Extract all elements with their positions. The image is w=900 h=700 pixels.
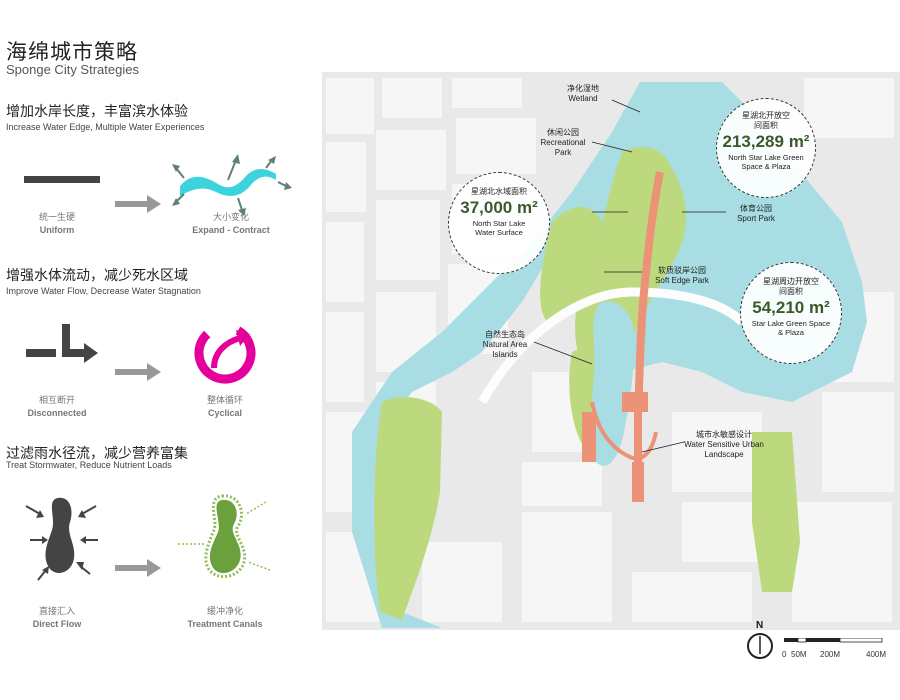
scale-label-200: 200M (820, 650, 841, 659)
cyclical-icon (194, 322, 256, 384)
strategy-1-title: 增加水岸长度，丰富滨水体验 (6, 104, 188, 120)
strategy-3-subtitle: Treat Stormwater, Reduce Nutrient Loads (6, 460, 172, 470)
page-subtitle: Sponge City Strategies (6, 62, 139, 77)
north-label: N (756, 620, 764, 631)
map-drawing (326, 78, 894, 628)
scale-label-0: 0 (782, 650, 787, 659)
main-road (478, 287, 746, 405)
strategy-2-diagram (26, 322, 256, 384)
strategy-1-subtitle: Increase Water Edge, Multiple Water Expe… (6, 122, 205, 132)
treatment-canals-icon (178, 494, 271, 578)
expand-contract-icon (172, 154, 292, 216)
scale-label-400: 400M (866, 650, 887, 659)
disconnected-icon (26, 324, 98, 363)
leader-lines (533, 99, 726, 453)
strategy-3-diagram (25, 494, 271, 581)
page-title: 海绵城市策略 (6, 40, 138, 64)
uniform-bar-icon (24, 176, 100, 183)
direct-flow-icon (25, 497, 98, 581)
north-arrow-icon (747, 633, 773, 659)
strategy-3-title: 过滤雨水径流，减少营养富集 (6, 446, 188, 462)
scale-bar (784, 638, 883, 643)
right-arrow-icon (115, 195, 161, 213)
strategy-2-title: 增强水体流动，减少死水区域 (6, 268, 188, 284)
stat-circle-north-water: 星湖北水域面积 37,000 m² North Star Lake Water … (448, 172, 550, 274)
salmon-path (582, 171, 664, 502)
right-arrow-icon (115, 559, 161, 577)
strategy-2-subtitle: Improve Water Flow, Decrease Water Stagn… (6, 286, 201, 296)
stat-circle-star-green: 星湖周边开放空间面积 54,210 m² Star Lake Green Spa… (740, 262, 842, 364)
strategy-1-diagram (24, 154, 292, 216)
stat-circle-north-green: 星湖北开放空间面积 213,289 m² North Star Lake Gre… (716, 98, 816, 198)
scale-label-50: 50M (791, 650, 807, 659)
inner-lake (591, 301, 635, 466)
right-arrow-icon (115, 363, 161, 381)
